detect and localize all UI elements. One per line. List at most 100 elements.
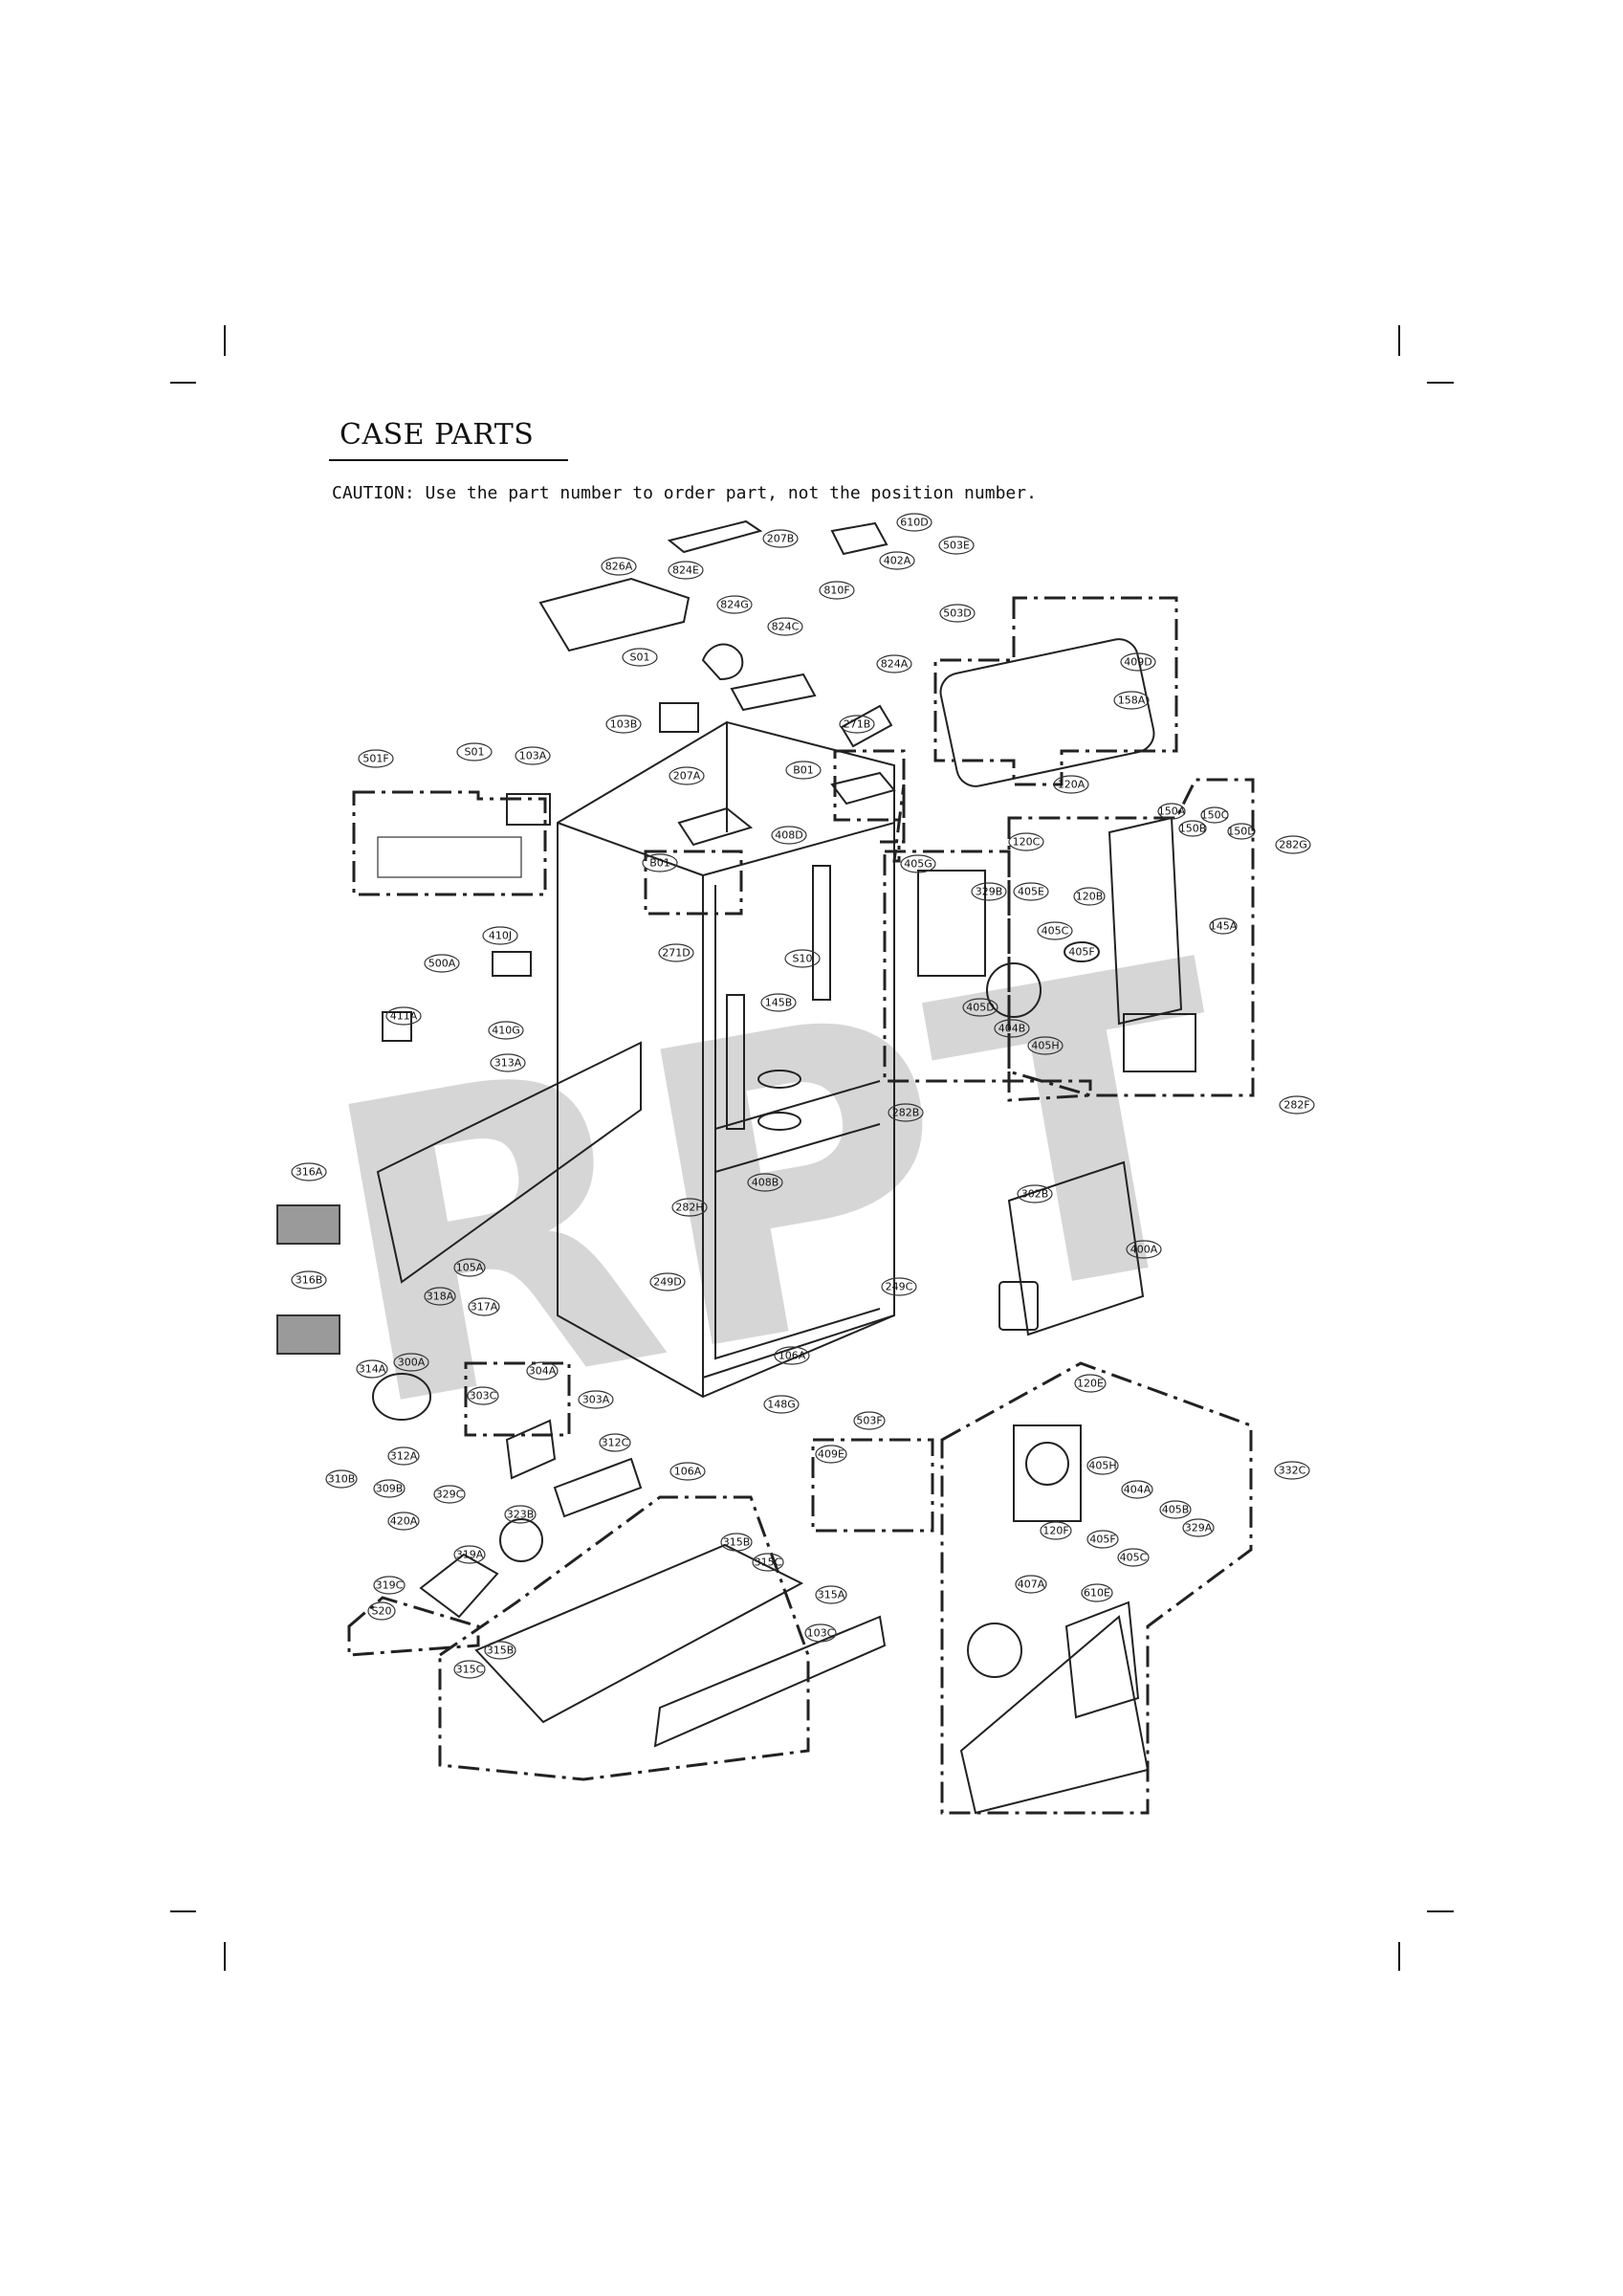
part-label: 405E bbox=[1013, 882, 1049, 901]
part-label: S20 bbox=[367, 1601, 396, 1621]
part-label-text: 312A bbox=[390, 1450, 418, 1463]
part-label-text: S10 bbox=[793, 953, 813, 965]
part-label: 810F bbox=[819, 581, 855, 600]
part-label: 304A bbox=[526, 1361, 559, 1380]
part-label-text: 824E bbox=[672, 564, 699, 577]
part-label: 249D bbox=[649, 1272, 686, 1292]
part-label-text: 407A bbox=[1018, 1578, 1045, 1591]
right-components bbox=[917, 638, 1196, 1815]
part-label-text: 824A bbox=[881, 658, 909, 671]
part-label-text: 120F bbox=[1042, 1525, 1068, 1537]
caution-note: CAUTION: Use the part number to order pa… bbox=[332, 483, 1037, 503]
part-label-text: 103B bbox=[610, 718, 638, 731]
part-label: 610D bbox=[896, 513, 932, 532]
part-label: B01 bbox=[785, 761, 822, 780]
part-label: 402A bbox=[879, 551, 915, 570]
part-label: 313A bbox=[490, 1053, 526, 1072]
part-label: 145A bbox=[1209, 917, 1238, 935]
part-label: 207A bbox=[669, 766, 705, 785]
part-label: 207B bbox=[762, 529, 799, 548]
part-label-text: 158A bbox=[1118, 695, 1146, 707]
part-label-text: 610D bbox=[900, 517, 928, 529]
part-label-text: 329B bbox=[976, 886, 1003, 898]
part-label-text: 500A bbox=[428, 958, 456, 970]
part-label-text: 405F bbox=[1068, 946, 1094, 959]
part-label-text: 420A bbox=[390, 1515, 418, 1528]
part-label: 405C bbox=[1037, 921, 1073, 940]
part-label: 314A bbox=[356, 1359, 388, 1379]
part-label: 282G bbox=[1275, 835, 1311, 854]
part-label-text: 503E bbox=[943, 540, 970, 552]
part-label-text: 408B bbox=[752, 1177, 779, 1189]
part-label-text: 120E bbox=[1077, 1378, 1104, 1390]
part-label-text: 317A bbox=[471, 1301, 498, 1314]
part-label-text: 207B bbox=[767, 533, 795, 545]
part-label: 148G bbox=[763, 1395, 800, 1414]
part-label-text: 316B bbox=[296, 1274, 323, 1287]
part-label-text: 150D bbox=[1227, 826, 1255, 838]
part-label-text: 332C bbox=[1279, 1465, 1306, 1477]
part-label: S01 bbox=[622, 648, 658, 667]
part-label: 332C bbox=[1274, 1461, 1310, 1480]
part-label-text: 405B bbox=[1162, 1504, 1190, 1516]
cabinet-body bbox=[557, 720, 895, 1399]
part-label-text: 323B bbox=[507, 1509, 535, 1521]
part-label: 407A bbox=[1015, 1575, 1047, 1594]
part-label-text: 315C bbox=[755, 1556, 782, 1569]
part-label-text: 106A bbox=[779, 1350, 806, 1362]
part-label-text: 409E bbox=[818, 1448, 844, 1461]
part-label-text: 120C bbox=[1013, 836, 1041, 849]
part-label: 150B bbox=[1178, 820, 1207, 837]
part-label-text: 103A bbox=[519, 750, 547, 762]
part-label-text: 145B bbox=[765, 997, 793, 1009]
part-label: 282H bbox=[671, 1198, 708, 1217]
part-label: 411A bbox=[385, 1006, 422, 1026]
part-label-text: 150A bbox=[1158, 806, 1186, 818]
part-label: 501F bbox=[358, 749, 394, 768]
part-label: 404B bbox=[994, 1019, 1030, 1038]
part-label: 120A bbox=[1053, 775, 1089, 794]
part-label-text: 105A bbox=[456, 1262, 484, 1274]
part-label-text: 120B bbox=[1076, 891, 1104, 903]
part-label-text: 503F bbox=[856, 1415, 882, 1427]
part-label: 271B bbox=[839, 715, 875, 734]
part-label: 323B bbox=[504, 1505, 537, 1524]
part-label: 610E bbox=[1081, 1583, 1113, 1602]
part-label: 309B bbox=[373, 1479, 406, 1498]
part-label: 503F bbox=[853, 1411, 886, 1430]
part-label: 824G bbox=[716, 595, 753, 614]
part-label: 103B bbox=[605, 715, 642, 734]
part-label-text: 404B bbox=[998, 1023, 1026, 1035]
part-label: 303C bbox=[467, 1386, 499, 1405]
part-label-text: 503D bbox=[943, 607, 971, 620]
part-label-text: 315C bbox=[456, 1664, 484, 1676]
part-label: 409E bbox=[815, 1445, 847, 1464]
part-label-text: 409D bbox=[1124, 656, 1151, 669]
part-label-text: 249C bbox=[886, 1281, 913, 1293]
part-label: 106A bbox=[774, 1346, 810, 1365]
part-label: 319A bbox=[453, 1545, 486, 1564]
part-label-text: 405H bbox=[1031, 1040, 1059, 1052]
part-label: 300A bbox=[393, 1353, 429, 1372]
part-label-text: 316A bbox=[296, 1166, 323, 1179]
part-label: 271D bbox=[658, 943, 694, 962]
part-label-text: S20 bbox=[372, 1605, 392, 1618]
part-label-text: 824G bbox=[720, 599, 749, 611]
part-label: 503E bbox=[938, 536, 975, 555]
part-label-text: 120A bbox=[1058, 779, 1086, 791]
part-label: 120E bbox=[1074, 1374, 1107, 1393]
part-label-text: 249D bbox=[653, 1276, 681, 1289]
part-label: 408B bbox=[747, 1173, 783, 1192]
part-label-text: B01 bbox=[649, 857, 670, 870]
left-components bbox=[276, 951, 887, 1748]
part-label-text: 405D bbox=[966, 1002, 994, 1014]
crop-marks bbox=[170, 325, 1454, 1971]
part-label: 150D bbox=[1227, 823, 1256, 840]
part-label-text: 329C bbox=[436, 1489, 464, 1501]
part-label: 405B bbox=[1159, 1500, 1192, 1519]
part-label-text: 826A bbox=[605, 561, 633, 573]
part-label: 408D bbox=[771, 826, 807, 845]
part-label-text: 411A bbox=[390, 1010, 418, 1023]
part-label-text: 315B bbox=[723, 1536, 751, 1549]
